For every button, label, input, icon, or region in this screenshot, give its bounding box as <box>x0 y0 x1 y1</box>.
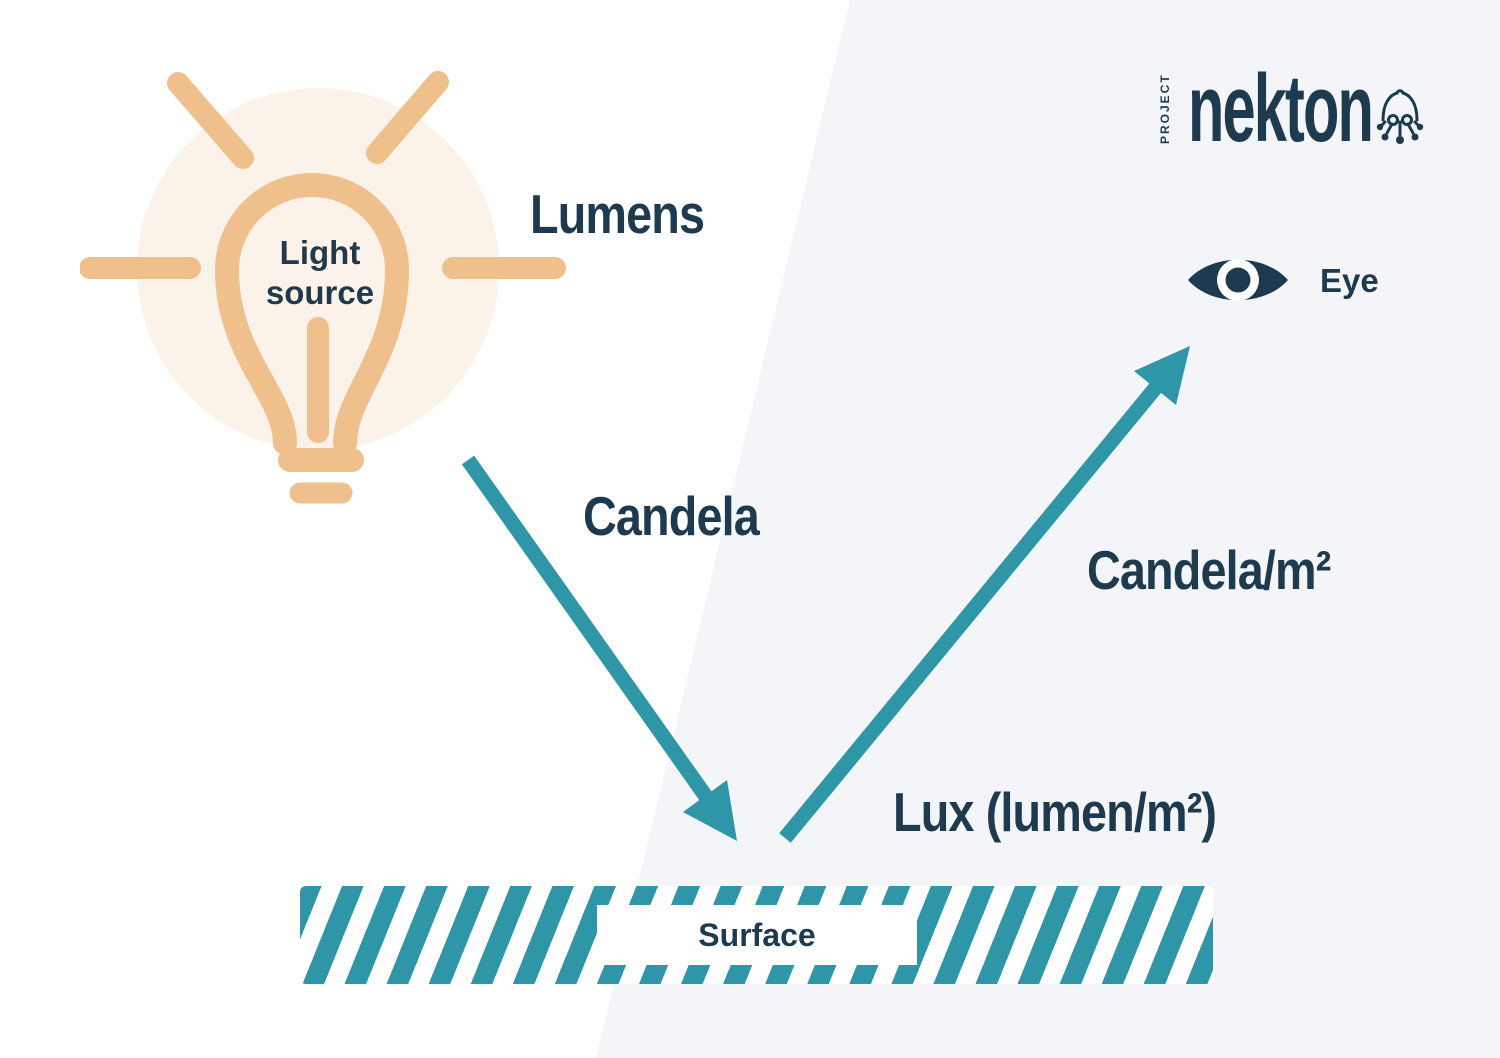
candela-label: Candela <box>583 485 760 547</box>
eye-icon <box>1188 259 1288 301</box>
octopus-icon <box>1376 89 1424 144</box>
bulb-rays <box>80 71 566 279</box>
surface-label-box: Surface <box>597 905 917 965</box>
lumens-label: Lumens <box>530 183 705 245</box>
eye-label: Eye <box>1320 262 1379 299</box>
light-source-line2: source <box>265 274 375 311</box>
candela-per-m2-label: Candela/m² <box>1087 539 1331 601</box>
lux-label: Lux (lumen/m²) <box>893 781 1217 843</box>
logo-brand-name: nekton <box>1188 55 1374 162</box>
logo-project-text: PROJECT <box>1158 73 1172 144</box>
light-source-line1: Light <box>279 234 361 271</box>
ray-top-left <box>167 72 254 169</box>
bulb-outline <box>215 173 409 455</box>
ray-top-right <box>366 71 449 164</box>
bulb-glow-circle <box>137 88 499 450</box>
light-bulb-icon <box>80 71 566 504</box>
surface-label: Surface <box>698 916 816 953</box>
light-source-label: Light source <box>200 233 440 313</box>
surface-bar: Surface <box>300 886 1213 984</box>
